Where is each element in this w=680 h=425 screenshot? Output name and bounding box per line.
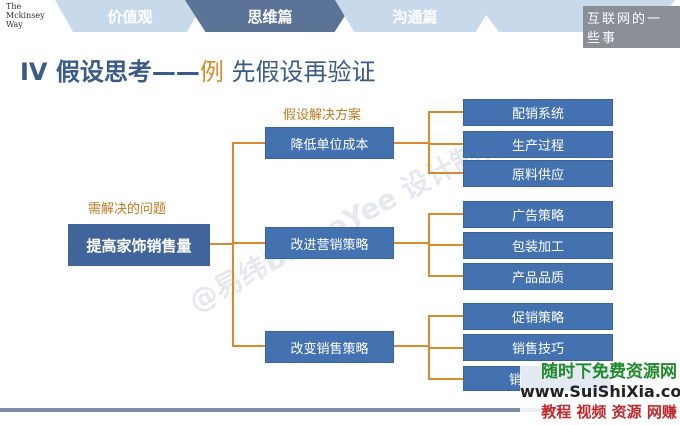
site-watermark-line3: 教程 视频 资源 网赚 — [541, 403, 677, 421]
branch-sales: 改变销售策略 — [265, 331, 394, 363]
site-watermark-line2: www.SuiShiXia.com — [520, 382, 680, 401]
tab-communication[interactable]: 沟通篇 — [335, 0, 495, 32]
leaf-box: 生产过程 — [463, 131, 613, 158]
title-rest: 先假设再验证 — [223, 58, 376, 86]
leaf-box: 包装加工 — [463, 232, 613, 259]
leaf-box: 原料供应 — [463, 160, 613, 187]
bottom-rule — [0, 408, 560, 412]
page-title: IV 假设思考——例 先假设再验证 — [20, 52, 376, 87]
leaf-box: 销售技巧 — [463, 334, 613, 361]
tab-thinking[interactable]: 思维篇 — [185, 0, 355, 32]
leaf-box: 促销策略 — [463, 303, 613, 330]
branch-cost: 降低单位成本 — [265, 127, 394, 159]
solution-label: 假设解决方案 — [283, 108, 362, 123]
tab-values[interactable]: 价值观 — [55, 0, 205, 32]
leaf-box: 广告策略 — [463, 201, 613, 228]
root-box: 提高家饰销售量 — [68, 224, 210, 266]
title-example: 例 — [199, 58, 224, 86]
site-watermark: 随时下免费资源网 www.SuiShiXia.com 教程 视频 资源 网赚 — [520, 362, 680, 422]
title-main: IV 假设思考—— — [20, 58, 200, 86]
leaf-box: 配销系统 — [463, 99, 613, 126]
problem-label: 需解决的问题 — [88, 202, 167, 217]
logo: The Mckinsey Way — [6, 2, 45, 29]
corner-watermark: 互联网的一些事 — [583, 6, 680, 48]
branch-marketing: 改进营销策略 — [265, 227, 394, 259]
site-watermark-line1: 随时下免费资源网 — [541, 362, 678, 382]
leaf-box: 产品品质 — [463, 263, 613, 290]
